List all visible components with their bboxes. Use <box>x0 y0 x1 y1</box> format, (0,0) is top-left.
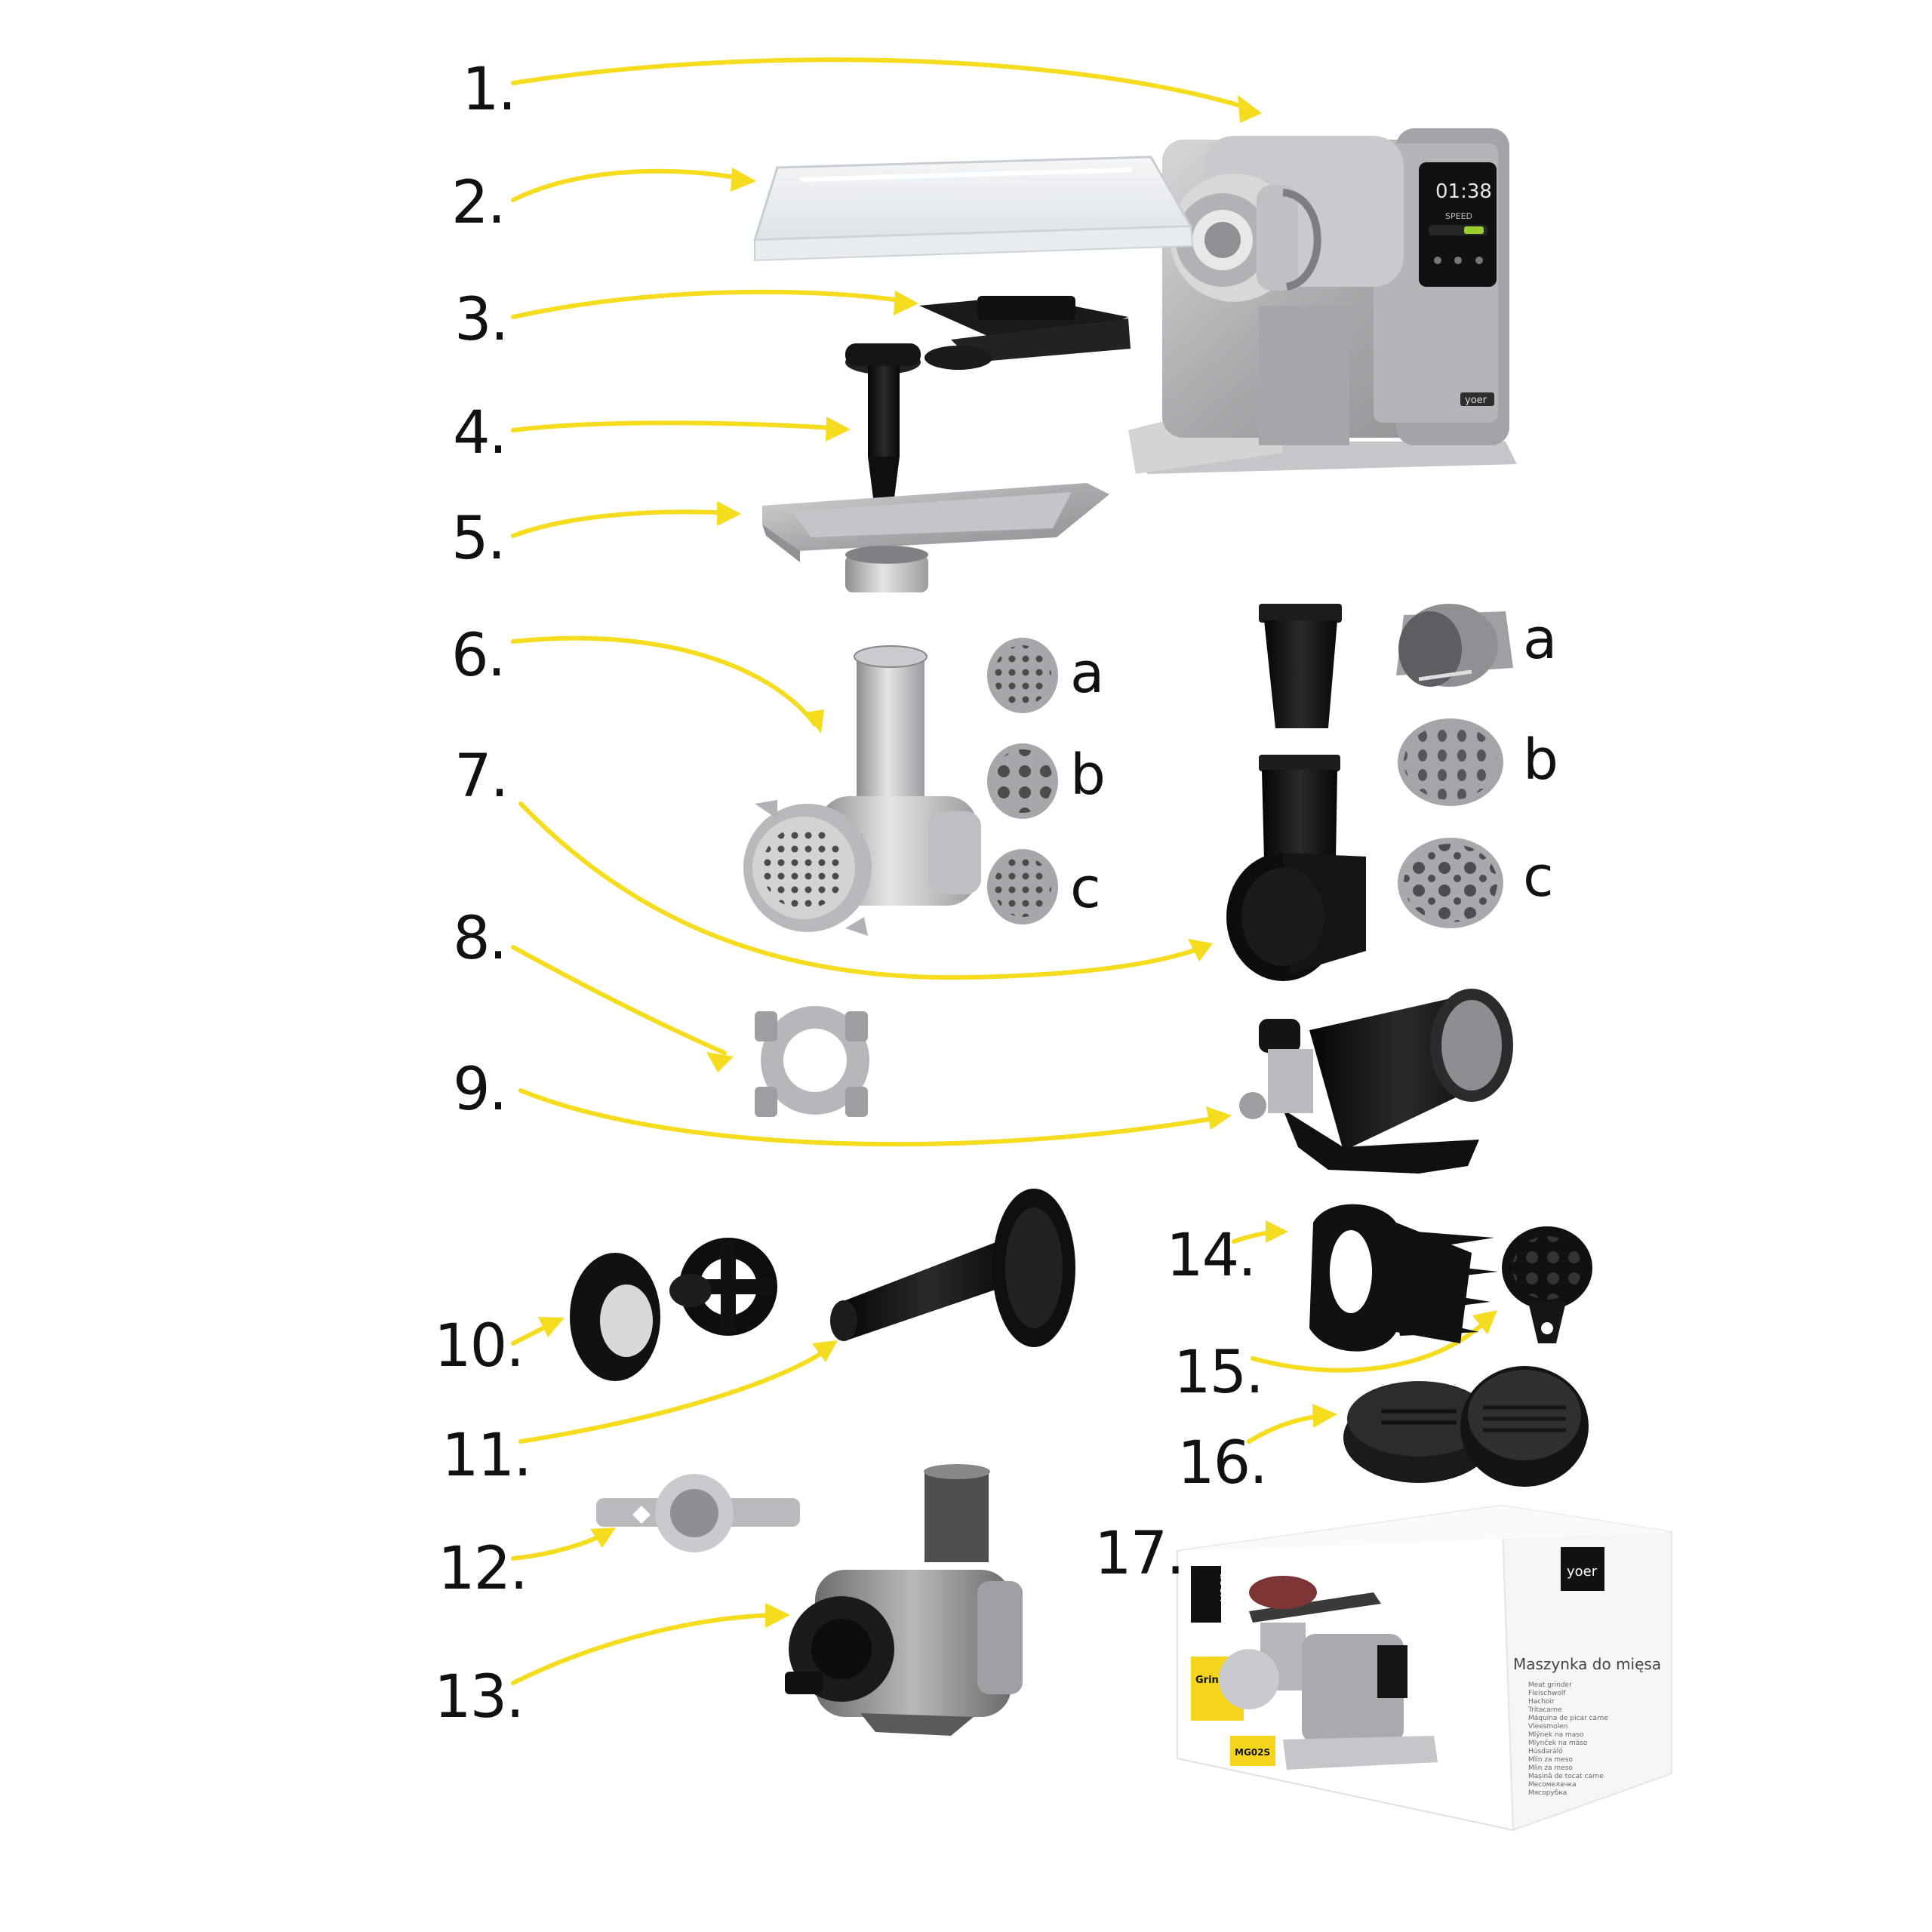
box-translation-line: Mlynček na mäso <box>1528 1739 1588 1747</box>
label-4: 4. <box>453 399 507 467</box>
arrow-5 <box>511 509 734 538</box>
plate-letter-b: b <box>1070 743 1106 808</box>
plate-letter-a: a <box>1070 641 1105 706</box>
food-pusher <box>845 343 921 498</box>
arrow-3 <box>511 289 912 319</box>
drum-letter-a: a <box>1523 607 1558 672</box>
label-12: 12. <box>438 1535 528 1603</box>
box-translation-line: Máquina de picar carne <box>1528 1715 1608 1722</box>
arrow-6 <box>511 635 817 727</box>
label-13: 13. <box>434 1663 525 1731</box>
slicer-drums <box>1396 604 1513 928</box>
meat-tenderizer <box>1502 1226 1592 1343</box>
label-8: 8. <box>453 905 507 973</box>
plate-letter-c: c <box>1070 856 1101 921</box>
label-2: 2. <box>451 169 506 237</box>
box-translation-line: Mlýnek na maso <box>1528 1731 1584 1739</box>
box-translation-line: Мясорубка <box>1528 1789 1567 1797</box>
drum-letter-c: c <box>1523 844 1554 909</box>
box-translation-line: Mașină de tocat carne <box>1528 1773 1604 1780</box>
product-box: yoer yoer Grind Force MG02S Maszynka do … <box>1177 1504 1672 1832</box>
label-7: 7. <box>454 743 509 811</box>
box-translation-line: Meat grinder <box>1528 1681 1572 1689</box>
arrowheads <box>538 95 1497 1628</box>
main-unit: 01:38 SPEED yoer <box>1128 128 1517 474</box>
unit-brand: yoer <box>1465 395 1487 406</box>
arrow-8 <box>511 945 727 1055</box>
label-6: 6. <box>451 622 506 690</box>
label-1: 1. <box>462 56 516 124</box>
arrow-11 <box>518 1345 832 1444</box>
clear-lid <box>752 155 1194 262</box>
box-model: MG02S <box>1235 1747 1270 1758</box>
label-16: 16. <box>1177 1429 1268 1497</box>
meat-tray <box>762 483 1109 592</box>
label-3: 3. <box>454 286 509 354</box>
box-translation-line: Месомелачка <box>1528 1781 1577 1789</box>
label-9: 9. <box>453 1056 507 1124</box>
box-translations: Meat grinderFleischwolfHachoirTritacarne… <box>1527 1681 1608 1797</box>
sausage-horn <box>830 1189 1075 1347</box>
burger-press <box>1343 1366 1589 1487</box>
box-brand-side: yoer <box>1216 1574 1230 1601</box>
citrus-juicer <box>785 1464 1023 1736</box>
speed-label: SPEED <box>1445 211 1472 221</box>
label-17: 17. <box>1094 1520 1185 1588</box>
box-translation-line: Fleischwolf <box>1528 1690 1566 1697</box>
arrow-12 <box>511 1530 610 1561</box>
box-translation-line: Mlin za meso <box>1528 1756 1573 1764</box>
label-15: 15. <box>1174 1339 1264 1407</box>
kebbe-attachment <box>596 1474 800 1552</box>
box-translation-line: Hachoir <box>1528 1698 1555 1706</box>
arrow-13 <box>511 1613 783 1685</box>
label-5: 5. <box>451 505 506 573</box>
arrow-4 <box>511 420 844 432</box>
box-title: Maszynka do mięsa <box>1513 1655 1661 1673</box>
box-translation-line: Vleesmolen <box>1528 1723 1567 1730</box>
slicer-attachment <box>1226 604 1366 981</box>
grinder-head <box>743 645 981 936</box>
sausage-discs <box>570 1238 777 1381</box>
box-brand-front: yoer <box>1567 1564 1598 1580</box>
box-translation-line: Húsdaráló <box>1528 1747 1563 1755</box>
timer-display: 01:38 <box>1435 180 1492 203</box>
arrow-2 <box>511 168 749 202</box>
meat-claw <box>1309 1204 1498 1352</box>
drum-letter-b: b <box>1523 728 1558 792</box>
locking-ring <box>755 1006 869 1117</box>
box-translation-line: Mlin za meso <box>1528 1764 1573 1772</box>
tray-holder <box>919 296 1131 370</box>
label-11: 11. <box>441 1422 532 1490</box>
box-translation-line: Tritacarne <box>1527 1706 1562 1714</box>
grinding-plates <box>987 638 1058 924</box>
label-10: 10. <box>434 1312 525 1380</box>
label-14: 14. <box>1166 1222 1257 1290</box>
juicer-attachment <box>1239 989 1513 1174</box>
arrow-1 <box>511 57 1255 112</box>
arrow-15 <box>1251 1315 1493 1373</box>
arrow-7 <box>518 801 1206 980</box>
arrow-9 <box>518 1088 1225 1147</box>
